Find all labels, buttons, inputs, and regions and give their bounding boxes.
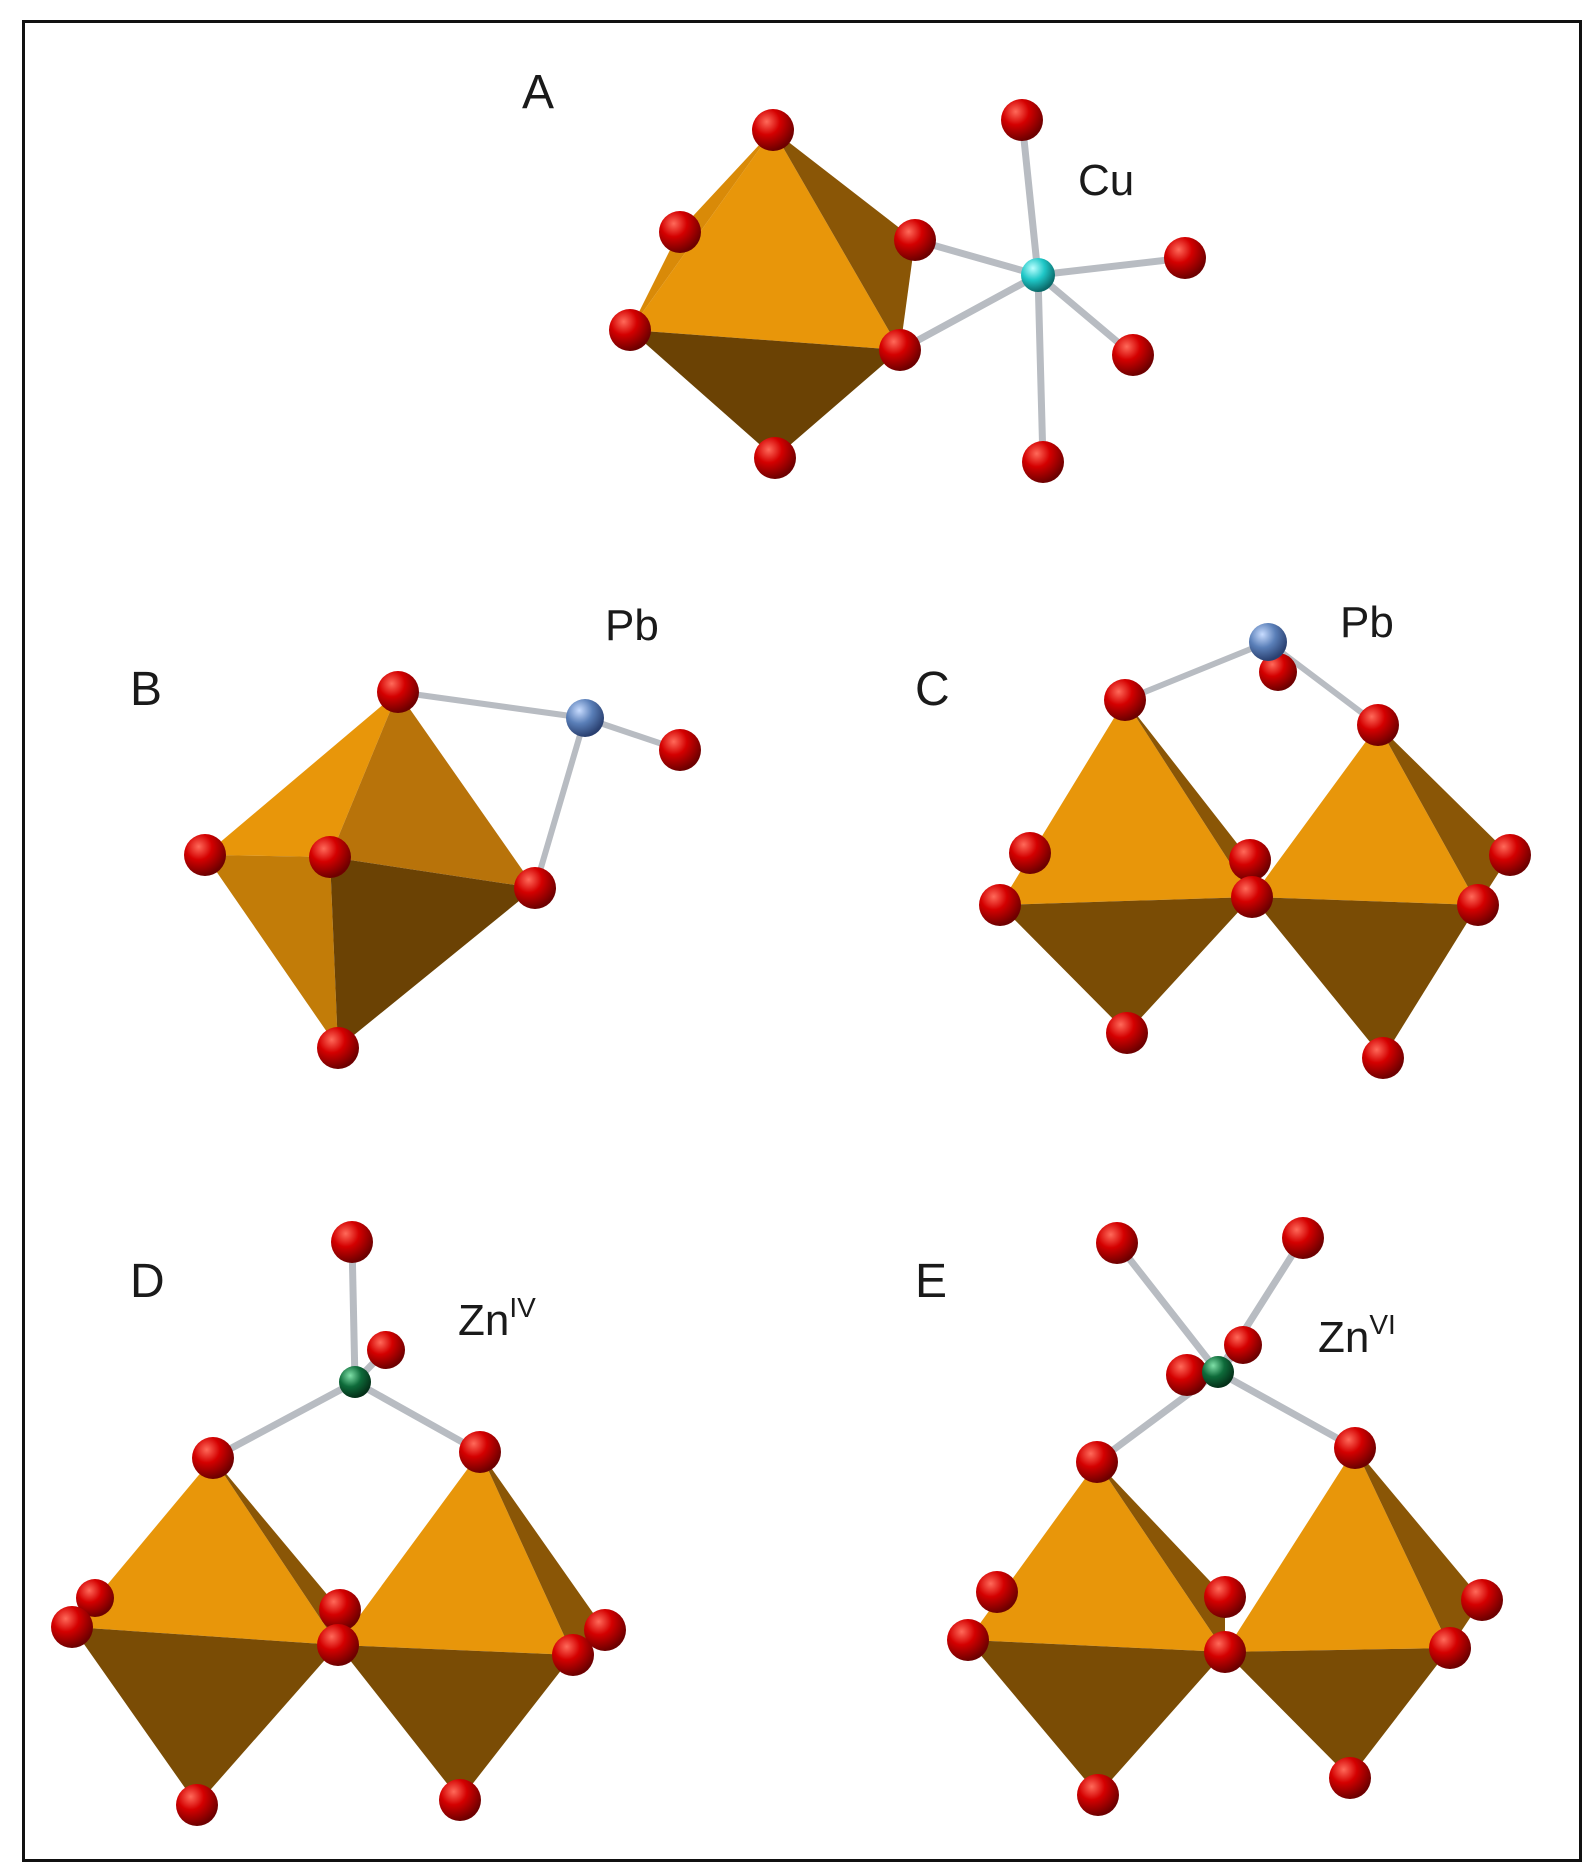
- octahedron-d-right: [338, 1452, 605, 1800]
- oxygen-atom: [1104, 679, 1146, 721]
- oxygen-atom: [1357, 704, 1399, 746]
- oxygen-atom: [317, 1027, 359, 1069]
- metal-label-zn-iv: ZnIV: [458, 1292, 536, 1345]
- oxygen-atom: [1164, 237, 1206, 279]
- oxygen-atom: [1112, 334, 1154, 376]
- oxygen-atom: [1329, 1757, 1371, 1799]
- octahedron-d-left: [72, 1458, 340, 1805]
- metal-label-pb-b: Pb: [605, 601, 659, 650]
- oxygen-atom: [1204, 1631, 1246, 1673]
- oxygen-atom: [947, 1619, 989, 1661]
- oxygen-atom: [752, 109, 794, 151]
- metal-label-cu: Cu: [1078, 156, 1134, 205]
- panel-c: C Pb: [915, 598, 1531, 1079]
- oxygen-atom: [754, 437, 796, 479]
- oxygen-atom: [1229, 839, 1271, 881]
- oxygen-atom: [331, 1221, 373, 1263]
- oxygen-atom: [51, 1606, 93, 1648]
- oxygen-atom: [1362, 1037, 1404, 1079]
- oxygen-atom: [1429, 1627, 1471, 1669]
- zn-atom: [1202, 1356, 1234, 1388]
- panel-b: B Pb: [130, 601, 701, 1069]
- oxygen-atom: [584, 1609, 626, 1651]
- oxygen-atom: [1204, 1576, 1246, 1618]
- metal-label-pb-c: Pb: [1340, 598, 1394, 647]
- cu-atom: [1021, 258, 1055, 292]
- oxygen-atom: [976, 1571, 1018, 1613]
- panel-d: D ZnIV: [51, 1221, 626, 1826]
- oxygen-atom: [1022, 441, 1064, 483]
- oxygen-atom: [309, 836, 351, 878]
- oxygen-atom: [367, 1331, 405, 1369]
- oxygen-atom: [1457, 884, 1499, 926]
- oxygen-atom: [979, 884, 1021, 926]
- oxygen-atom: [1461, 1579, 1503, 1621]
- panel-letter-a: A: [522, 66, 554, 119]
- oxygen-atom: [609, 309, 651, 351]
- oxygen-atom: [317, 1624, 359, 1666]
- panel-letter-d: D: [130, 1255, 165, 1308]
- oxygen-atom: [1166, 1354, 1208, 1396]
- oxygen-atom: [184, 834, 226, 876]
- oxygen-atom: [1231, 876, 1273, 918]
- oxygen-atom: [1077, 1774, 1119, 1816]
- oxygen-atom: [1076, 1441, 1118, 1483]
- pb-bonds-c: [1122, 639, 1381, 728]
- octahedron-b: [205, 692, 535, 1048]
- oxygen-atom: [1009, 832, 1051, 874]
- octahedron-e-right: [1225, 1448, 1482, 1778]
- oxygen-atom: [879, 329, 921, 371]
- figure-frame: [22, 20, 1582, 1862]
- panel-e: E ZnVI: [915, 1217, 1503, 1816]
- zn-atom: [339, 1366, 371, 1398]
- zn-bonds-d: [209, 1238, 484, 1462]
- panel-letter-e: E: [915, 1255, 947, 1308]
- panel-letter-c: C: [915, 663, 950, 716]
- oxygen-atom: [1096, 1222, 1138, 1264]
- oxygen-atom: [1106, 1012, 1148, 1054]
- oxygen-atom: [377, 671, 419, 713]
- oxygen-atom: [659, 729, 701, 771]
- oxygen-atom: [439, 1779, 481, 1821]
- oxygen-atom: [192, 1437, 234, 1479]
- oxygen-atom: [1001, 99, 1043, 141]
- oxygen-atom: [552, 1634, 594, 1676]
- oxygen-atom: [76, 1579, 114, 1617]
- panel-letter-b: B: [130, 663, 162, 716]
- oxygen-atom: [1489, 834, 1531, 876]
- metal-label-zn-vi: ZnVI: [1318, 1309, 1396, 1362]
- oxygen-atom: [319, 1589, 361, 1631]
- oxygen-atom: [1334, 1427, 1376, 1469]
- pb-atom: [1249, 623, 1287, 661]
- octahedron-a: [630, 130, 915, 458]
- panel-a: A Cu: [522, 66, 1206, 483]
- octahedron-c-left: [1000, 700, 1252, 1033]
- oxygen-atom: [514, 867, 556, 909]
- pb-atom: [566, 699, 604, 737]
- oxygen-atom: [1259, 653, 1297, 691]
- octahedron-e-left: [968, 1462, 1225, 1795]
- oxygen-atom: [176, 1784, 218, 1826]
- oxygen-atom: [1282, 1217, 1324, 1259]
- cu-bonds: [896, 116, 1189, 466]
- oxygen-atom: [1224, 1326, 1262, 1364]
- octahedron-c-right: [1252, 725, 1510, 1058]
- oxygen-atom: [894, 219, 936, 261]
- oxygen-atom: [659, 211, 701, 253]
- oxygen-atom: [459, 1431, 501, 1473]
